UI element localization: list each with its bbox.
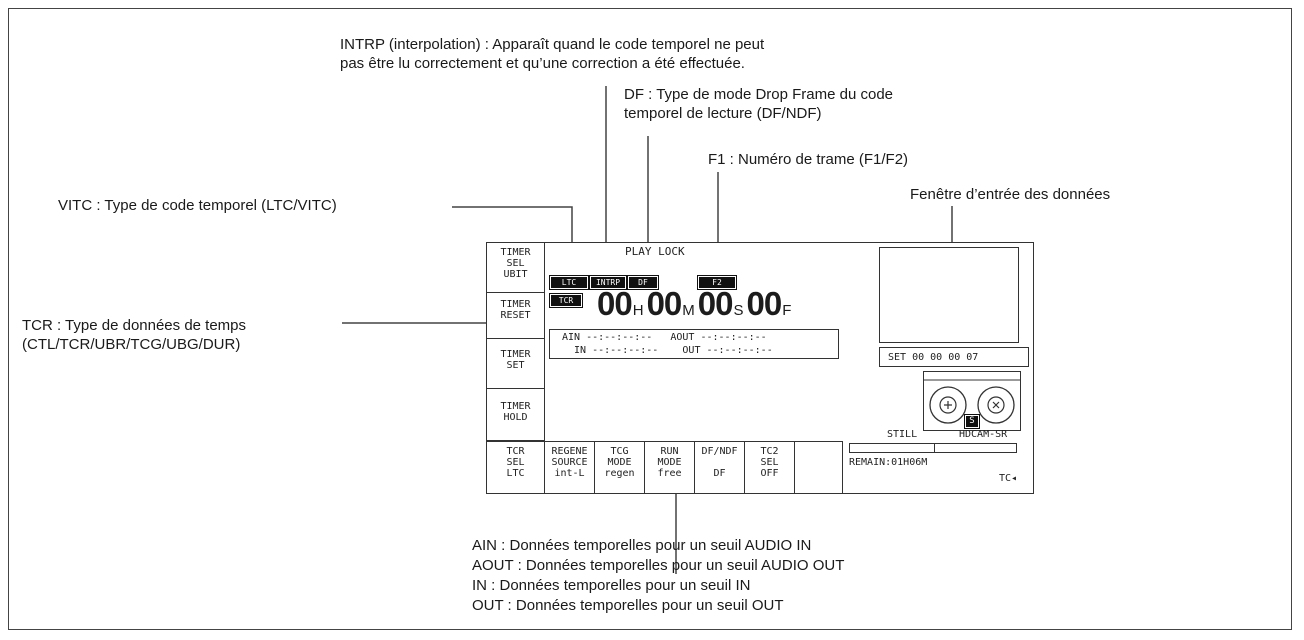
ltc-indicator: LTC (549, 275, 589, 290)
annotation-f1: F1 : Numéro de trame (F1/F2) (708, 151, 909, 168)
annotation-timer-data: AIN : Données temporelles pour un seuil … (472, 537, 845, 614)
cassette-icon: S (923, 371, 1021, 431)
data-entry-value: SET 00 00 00 07 (888, 352, 979, 363)
annotation-intrp: INTRP (interpolation) : Apparaît quand l… (340, 36, 765, 72)
ain-aout-row: AIN --:--:--:-- AOUT --:--:--:-- (562, 332, 767, 343)
remain-label: REMAIN:01H06M (849, 457, 928, 468)
timecode-display: 00H00M00S00F (597, 285, 792, 322)
field-indicator: F2 (697, 275, 737, 290)
figure-frame (8, 8, 1292, 630)
df-indicator: DF (627, 275, 659, 290)
in-out-row: IN --:--:--:-- OUT --:--:--:-- (562, 345, 773, 356)
bottom-button-empty (795, 441, 843, 493)
intrp-indicator: INTRP (589, 275, 627, 290)
timer-data-box: AIN --:--:--:-- AOUT --:--:--:-- IN --:-… (549, 329, 839, 359)
remain-bar (849, 443, 1017, 453)
annotation-tcr: TCR : Type de données de temps (CTL/TCR/… (22, 317, 247, 353)
cassette-s-badge: S (964, 414, 980, 429)
annotation-data-window: Fenêtre d’entrée des données (910, 186, 1111, 203)
tc-label: TC◂ (999, 473, 1018, 484)
tcr-indicator: TCR (549, 293, 583, 308)
annotation-vitc: VITC : Type de code temporel (LTC/VITC) (58, 197, 337, 214)
bottom-divider (487, 441, 843, 442)
annotation-df: DF : Type de mode Drop Frame du code tem… (624, 86, 894, 122)
format-label: HDCAM-SR (959, 429, 1008, 440)
status-play-lock: PLAY LOCK (625, 245, 685, 258)
data-entry-window[interactable]: SET 00 00 00 07 (879, 347, 1029, 367)
still-status: STILL (887, 429, 918, 440)
data-window-upper (879, 247, 1019, 343)
